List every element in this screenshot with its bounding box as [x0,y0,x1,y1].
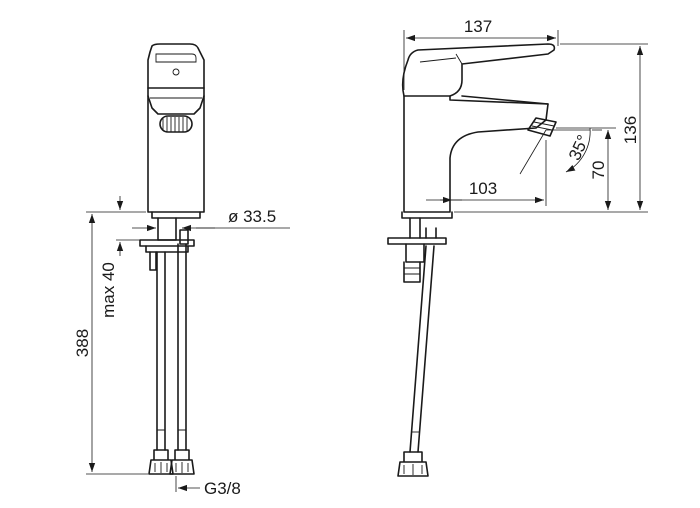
dim-103: 103 [469,179,497,198]
dim-70: 70 [589,161,608,180]
side-body [403,95,549,213]
front-connector-right [169,449,195,475]
front-aerator [159,115,193,133]
side-lever [401,43,556,97]
front-hose-right [177,243,187,451]
front-hose-left [156,251,166,451]
dim-thread: G3/8 [204,479,241,498]
side-view [387,43,557,477]
front-mounting-stud [157,217,177,241]
dim-136: 136 [621,116,640,144]
side-connector [397,451,429,477]
dim-diameter: ø 33.5 [228,207,276,226]
front-dimensions: 388 max 40 ø 33.5 G3/8 [73,196,290,498]
side-hose [409,245,435,453]
side-dimensions: 137 136 70 103 35° [403,17,648,213]
front-body [147,87,205,213]
dim-angle: 35° [565,132,593,163]
side-aerator [527,117,557,137]
dim-388: 388 [73,329,92,357]
front-lever [147,43,205,89]
dim-137: 137 [464,17,492,36]
dim-max-40: max 40 [99,262,118,318]
side-mounting [387,237,447,245]
front-view [139,43,205,475]
